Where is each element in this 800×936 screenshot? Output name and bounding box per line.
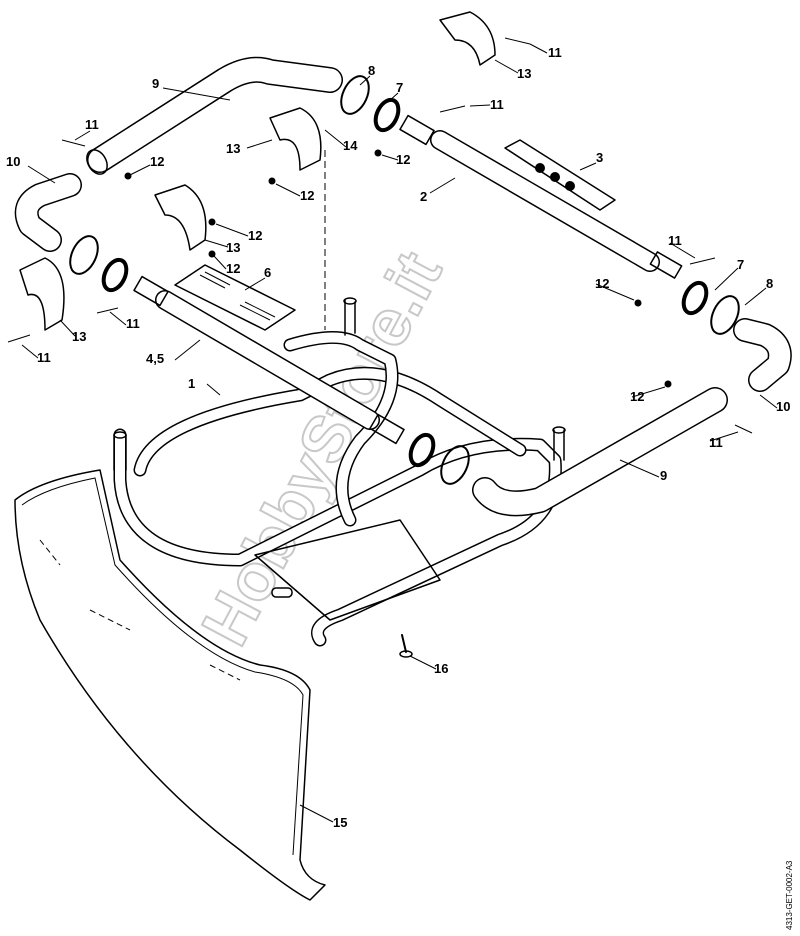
callout-9: 9 bbox=[660, 468, 667, 483]
callout-13: 13 bbox=[72, 329, 86, 344]
drawing-code: 4313-GET-0002-A3 bbox=[785, 860, 794, 930]
callout-11: 11 bbox=[37, 350, 51, 365]
callout-11: 11 bbox=[709, 435, 723, 450]
callout-12: 12 bbox=[248, 228, 262, 243]
callout-16: 16 bbox=[434, 661, 448, 676]
callout-12: 12 bbox=[150, 154, 164, 169]
frame-part-1 bbox=[113, 297, 566, 647]
callout-11: 11 bbox=[548, 45, 562, 60]
leader-lines bbox=[21, 43, 778, 823]
rod-part-2 bbox=[399, 114, 683, 279]
callout-10: 10 bbox=[776, 399, 790, 414]
callout-6: 6 bbox=[264, 265, 271, 280]
callout-7: 7 bbox=[737, 257, 744, 272]
grass-bag-part-15 bbox=[14, 469, 326, 901]
elbow-part-10-right bbox=[733, 318, 792, 392]
callout-8: 8 bbox=[368, 63, 375, 78]
callout-labels: 1 2 3 4,5 6 7 7 8 8 9 9 10 10 11 11 11 1… bbox=[6, 45, 790, 830]
handle-part-9-lower bbox=[472, 387, 728, 517]
callout-12: 12 bbox=[630, 389, 644, 404]
callout-13: 13 bbox=[226, 240, 240, 255]
callout-11: 11 bbox=[668, 233, 682, 248]
plate-part-6 bbox=[174, 264, 296, 331]
callout-1: 1 bbox=[188, 376, 195, 391]
callout-15: 15 bbox=[333, 815, 347, 830]
callout-2: 2 bbox=[420, 189, 427, 204]
callout-13: 13 bbox=[226, 141, 240, 156]
callout-12: 12 bbox=[396, 152, 410, 167]
hubs-and-bearings bbox=[69, 75, 740, 485]
callout-12: 12 bbox=[595, 276, 609, 291]
handle-part-9-upper bbox=[86, 56, 343, 175]
callout-11: 11 bbox=[126, 316, 140, 331]
callout-12: 12 bbox=[226, 261, 240, 276]
callout-3: 3 bbox=[596, 150, 603, 165]
callout-4-5: 4,5 bbox=[146, 351, 164, 366]
callout-11: 11 bbox=[85, 117, 99, 132]
callout-12: 12 bbox=[300, 188, 314, 203]
callout-7: 7 bbox=[396, 80, 403, 95]
callout-10: 10 bbox=[6, 154, 20, 169]
callout-14: 14 bbox=[343, 138, 358, 153]
watermark: HobbyStore.it bbox=[187, 240, 455, 657]
decal-part-3 bbox=[504, 139, 616, 211]
callout-13: 13 bbox=[517, 66, 531, 81]
callout-9: 9 bbox=[152, 76, 159, 91]
elbow-part-10-left bbox=[14, 173, 82, 252]
callout-11: 11 bbox=[490, 97, 504, 112]
fasteners bbox=[7, 37, 753, 658]
callout-8: 8 bbox=[766, 276, 773, 291]
rod-part-4-5 bbox=[133, 275, 405, 445]
